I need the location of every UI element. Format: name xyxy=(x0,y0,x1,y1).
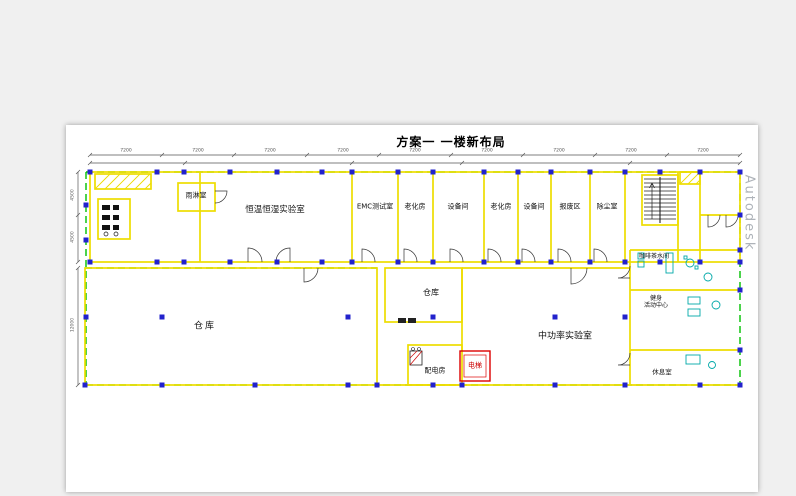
room-label-rest: 休息室 xyxy=(652,367,672,376)
room-label-scrap: 报废区 xyxy=(559,202,581,211)
room-label-warehouse-small: 仓库 xyxy=(423,288,439,297)
room-label-emc: EMC测试室 xyxy=(356,202,394,211)
room-label-aging1: 老化房 xyxy=(404,202,426,211)
dimension-value: 7200 xyxy=(120,148,132,154)
dimension-value: 7200 xyxy=(337,148,349,154)
walls xyxy=(84,171,741,386)
elevator-shaft xyxy=(459,350,491,382)
dimension-value: 7200 xyxy=(553,148,565,154)
dimension-lines xyxy=(75,152,743,388)
equipment-glyphs xyxy=(102,205,119,237)
room-label-equip1: 设备间 xyxy=(447,202,469,211)
room-label-aging2: 老化房 xyxy=(490,202,512,211)
dimension-value: 7200 xyxy=(192,148,204,154)
room-label-coffee: 咖啡茶水间 xyxy=(638,253,670,260)
dimension-value: 7200 xyxy=(697,148,709,154)
plan-title: 方案一 一楼新布局 xyxy=(396,135,506,149)
room-label-fitness: 健身 活动中心 xyxy=(643,294,669,309)
dimension-value: 7200 xyxy=(625,148,637,154)
furniture xyxy=(637,252,721,369)
column-markers xyxy=(82,169,743,388)
room-label-warehouse-main: 仓库 xyxy=(193,321,217,332)
dimension-value: 12000 xyxy=(70,317,76,333)
room-label-equip2: 设备间 xyxy=(523,202,545,211)
room-label-const-temp-lab: 恒温恒湿实验室 xyxy=(245,204,305,215)
warehouse-door-leaves xyxy=(398,318,416,323)
room-label-mid-power-lab: 中功率实验室 xyxy=(537,331,593,342)
room-label-rain: 雨淋室 xyxy=(185,191,207,200)
hatch-areas xyxy=(94,171,701,190)
floor-plan-drawing xyxy=(75,152,743,388)
room-label-dust: 除尘室 xyxy=(596,202,618,211)
drawing-canvas: 方案一 一楼新布局 xyxy=(66,125,758,492)
dimension-value: 4500 xyxy=(70,231,76,243)
dimension-value: 7200 xyxy=(481,148,493,154)
dimension-value: 7200 xyxy=(264,148,276,154)
room-label-elevator: 电梯 xyxy=(468,361,482,370)
room-label-power: 配电房 xyxy=(424,366,446,375)
staircase xyxy=(644,177,676,223)
dimension-value: 4500 xyxy=(70,189,76,201)
dimension-value: 7200 xyxy=(409,148,421,154)
autodesk-watermark: Autodesk xyxy=(741,174,757,252)
doors xyxy=(214,190,739,366)
transformer-symbol xyxy=(409,347,423,366)
